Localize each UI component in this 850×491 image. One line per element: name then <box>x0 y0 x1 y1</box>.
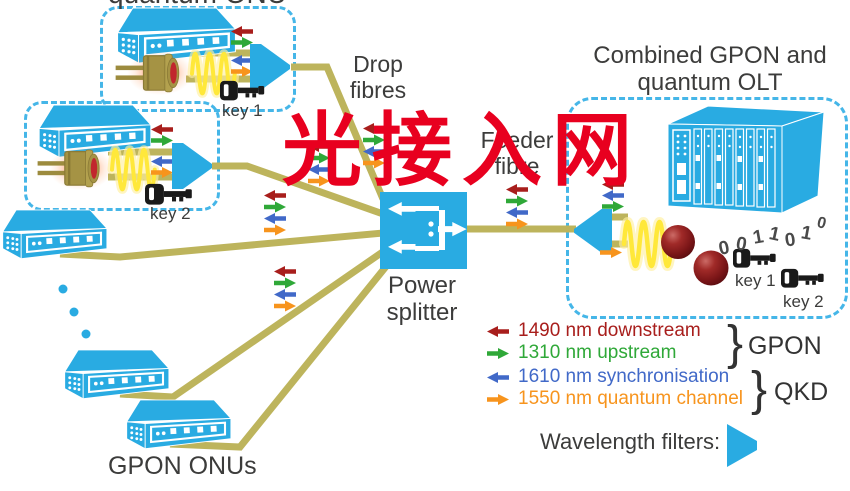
drop-fibres-label: Drop fibres <box>330 51 426 104</box>
feeder-fibre-label: Feeder fibre <box>462 127 572 180</box>
legend-sync-label: 1610 nm synchronisation <box>518 366 730 387</box>
legend-row-upstream: 1310 nm upstream <box>487 342 676 364</box>
onu1-sync-arrow <box>231 55 253 66</box>
drop-fibre-onu4 <box>119 248 386 401</box>
legend-downstream-label: 1490 nm downstream <box>518 320 701 341</box>
qkd-group-label: QKD <box>774 378 829 406</box>
olt-chassis <box>667 105 825 214</box>
onu1-group <box>115 6 290 101</box>
drop-fibre-onu2 <box>212 162 385 218</box>
power-splitter-label: Power splitter <box>364 272 480 327</box>
feeder-fibre-line2: fibre <box>494 152 540 179</box>
onu2-laser-icon <box>36 146 114 191</box>
onu2-downstream-arrow <box>151 124 173 135</box>
drop-fibre-onu5 <box>169 261 391 451</box>
olt-receiver-group <box>574 179 824 288</box>
qkd-brace: } <box>751 363 768 416</box>
wavelength-stack-4 <box>274 266 296 312</box>
olt-key2-icon <box>781 268 824 288</box>
olt-key2-label: key 2 <box>783 292 824 311</box>
photon-detector-1 <box>661 225 695 259</box>
drop-fibre-onu1 <box>291 63 387 201</box>
onu1-key-label: key 1 <box>222 101 263 120</box>
legend-upstream-label: 1310 nm upstream <box>518 342 677 363</box>
wavelength-filter-legend-icon <box>727 424 757 467</box>
olt-title-line2: quantum OLT <box>637 68 783 96</box>
drop-fibres-line1: Drop <box>353 51 403 77</box>
onu1-dashed-box <box>100 6 296 112</box>
onu5-device <box>125 398 232 450</box>
gpon-group-label: GPON <box>748 332 822 360</box>
onu2-dashed-box <box>24 101 220 211</box>
legend-quantum-label: 1550 nm quantum channel <box>518 388 743 409</box>
legend-row-sync: 1610 nm synchronisation <box>487 366 729 388</box>
legend-row-quantum: 1550 nm quantum channel <box>487 388 743 410</box>
legend-row-downstream: 1490 nm downstream <box>487 320 701 342</box>
onu4-device <box>63 348 170 400</box>
olt-wavelength-filter-icon <box>574 209 612 253</box>
olt-key1-label: key 1 <box>735 271 776 290</box>
drop-fibres-line2: fibres <box>349 76 407 103</box>
feeder-fibre-line1: Feeder <box>480 127 554 153</box>
gpon-onus-label: GPON ONUs <box>108 452 257 480</box>
drop-fibre-onu3 <box>59 229 384 261</box>
olt-title-line1: Combined GPON and <box>593 42 827 69</box>
olt-title: Combined GPON and quantum OLT <box>574 42 846 97</box>
power-splitter-line1: Power <box>387 272 457 299</box>
power-splitter-line2: splitter <box>386 298 458 326</box>
power-splitter-icon <box>380 192 467 269</box>
photon-detector-2 <box>693 250 729 286</box>
onu2-upstream-arrow <box>151 135 173 146</box>
watermark-text: 光接入网 <box>282 104 642 197</box>
onu2-group <box>36 103 212 205</box>
onu3-device <box>1 208 108 260</box>
cropped-top-label: quantum ONU <box>108 0 287 10</box>
more-onus-ellipsis <box>58 284 91 339</box>
onu2-photon-wave <box>112 150 155 190</box>
onu1-wavelength-filter-icon <box>250 44 290 90</box>
onu2-key-label: key 2 <box>150 204 191 223</box>
olt-dashed-box <box>566 97 848 319</box>
wavelength-filters-label: Wavelength filters: <box>540 429 721 454</box>
onu2-wavelength-filter-icon <box>172 143 212 189</box>
gpon-brace: } <box>727 317 744 370</box>
